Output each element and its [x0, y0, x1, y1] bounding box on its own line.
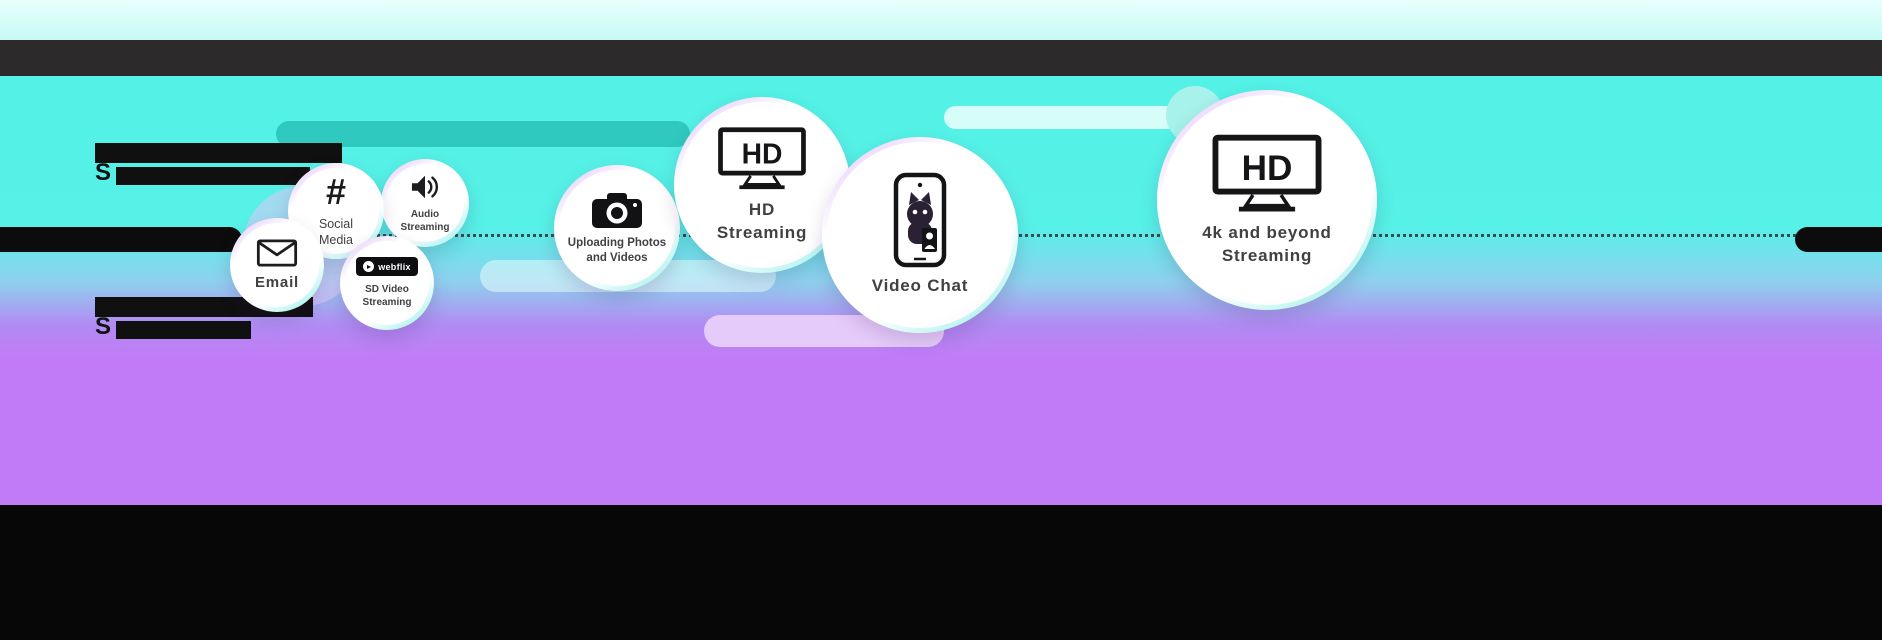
bubble-upload-content: Uploading Photos and Videos	[559, 170, 675, 286]
redacted-subheading-bottom	[116, 321, 251, 339]
bubble-label-audio: Audio Streaming	[400, 208, 450, 233]
speaker-icon	[411, 175, 439, 198]
bubble-audio-streaming: Audio Streaming	[381, 159, 469, 247]
bubble-audio-content: Audio Streaming	[386, 164, 464, 242]
bubble-email: Email	[230, 218, 324, 312]
redacted-letter-top: S	[95, 159, 112, 186]
bubble-label-hd: HD Streaming	[716, 199, 808, 242]
hashtag-icon: #	[325, 170, 347, 212]
webflix-wordmark: webflix	[378, 261, 411, 272]
footer-bar	[0, 505, 1882, 640]
redacted-letter-bottom: S	[95, 313, 112, 340]
bubble-label-video-chat: Video Chat	[871, 276, 969, 296]
bubble-video-chat: Video Chat	[822, 137, 1018, 333]
bubble-label-sd: SD Video Streaming	[362, 284, 412, 308]
bubble-label-email: Email	[254, 274, 300, 291]
bubble-4k-streaming: HD 4k and beyond Streaming	[1157, 90, 1377, 310]
header-bar	[0, 40, 1882, 76]
bubble-hd-streaming: HD HD Streaming	[674, 97, 850, 273]
timeline-endcap-left	[0, 227, 242, 252]
bubble-4k-content: HD 4k and beyond Streaming	[1162, 95, 1372, 305]
bubble-email-content: Email	[235, 223, 319, 307]
bubble-sd-content: webflix SD Video Streaming	[345, 241, 429, 325]
tv-screen-text: HD	[1242, 148, 1293, 187]
bubble-hd-content: HD HD Streaming	[679, 102, 845, 268]
hd-tv-icon: HD	[718, 126, 806, 189]
video-chat-phone-icon	[893, 172, 947, 268]
bubble-video-content: Video Chat	[827, 142, 1013, 328]
bubble-social-media: # Social Media	[288, 163, 384, 259]
tv-screen-text: HD	[742, 137, 783, 169]
bubble-sd-video-streaming: webflix SD Video Streaming	[340, 236, 434, 330]
play-icon	[363, 261, 375, 272]
bubble-label-upload: Uploading Photos and Videos	[567, 236, 667, 264]
redacted-heading-top	[95, 143, 342, 163]
bubble-uploading-photos: Uploading Photos and Videos	[554, 165, 680, 291]
envelope-icon	[256, 239, 298, 267]
bubble-label-social: Social Media	[318, 216, 354, 247]
hd-tv-icon: HD	[1212, 134, 1322, 212]
webflix-logo: webflix	[356, 257, 418, 276]
redacted-subheading-top	[116, 167, 310, 185]
top-band	[0, 0, 1882, 42]
camera-icon	[592, 192, 642, 228]
decor-teal-pill	[276, 121, 690, 147]
timeline-endcap-right	[1795, 227, 1882, 252]
bubble-label-4k: 4k and beyond Streaming	[1202, 222, 1332, 265]
decor-light-pill-top-right	[944, 106, 1194, 129]
